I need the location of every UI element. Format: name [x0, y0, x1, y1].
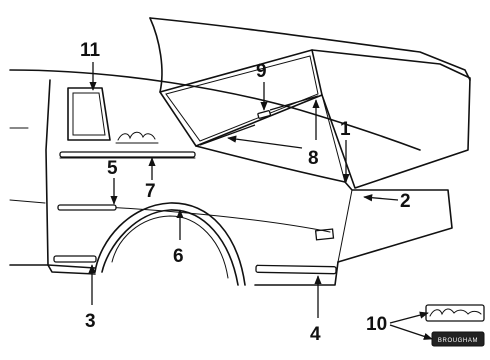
emblem-group: BROUGHAM — [425, 304, 485, 347]
window-molding-clip — [257, 110, 271, 119]
brougham-emblem-text: BROUGHAM — [438, 338, 478, 344]
wheel-opening-molding — [111, 215, 229, 279]
callout-4: 4 — [310, 324, 321, 345]
leader-lines — [88, 62, 433, 340]
belt-molding — [59, 151, 196, 158]
rear-window-reveal-molding — [199, 124, 256, 146]
quarter-window — [67, 87, 111, 141]
leader-8a — [227, 135, 303, 149]
script-emblem — [425, 304, 485, 322]
side-body-molding — [57, 204, 117, 211]
callout-8: 8 — [308, 148, 319, 169]
callout-6: 6 — [173, 246, 184, 267]
car-body — [9, 17, 471, 286]
callout-labels: 11 9 8 1 2 7 5 6 3 4 10 — [80, 40, 411, 345]
callout-2: 2 — [400, 191, 411, 212]
rear-window-reveal-molding-upper — [269, 95, 319, 111]
leader-10b — [389, 324, 433, 340]
callout-9: 9 — [256, 61, 267, 82]
front-rocker-molding — [53, 255, 97, 263]
quarter-script-emblem — [115, 131, 159, 144]
leader-10a — [389, 311, 429, 324]
callout-3: 3 — [85, 311, 96, 332]
leader-2 — [363, 194, 399, 202]
callout-1: 1 — [340, 119, 351, 140]
callout-7: 7 — [145, 181, 156, 202]
callout-5: 5 — [107, 158, 118, 179]
callout-10: 10 — [366, 314, 387, 335]
brougham-emblem: BROUGHAM — [431, 331, 485, 347]
rear-rocker-molding — [255, 264, 337, 275]
callout-11: 11 — [80, 40, 101, 61]
